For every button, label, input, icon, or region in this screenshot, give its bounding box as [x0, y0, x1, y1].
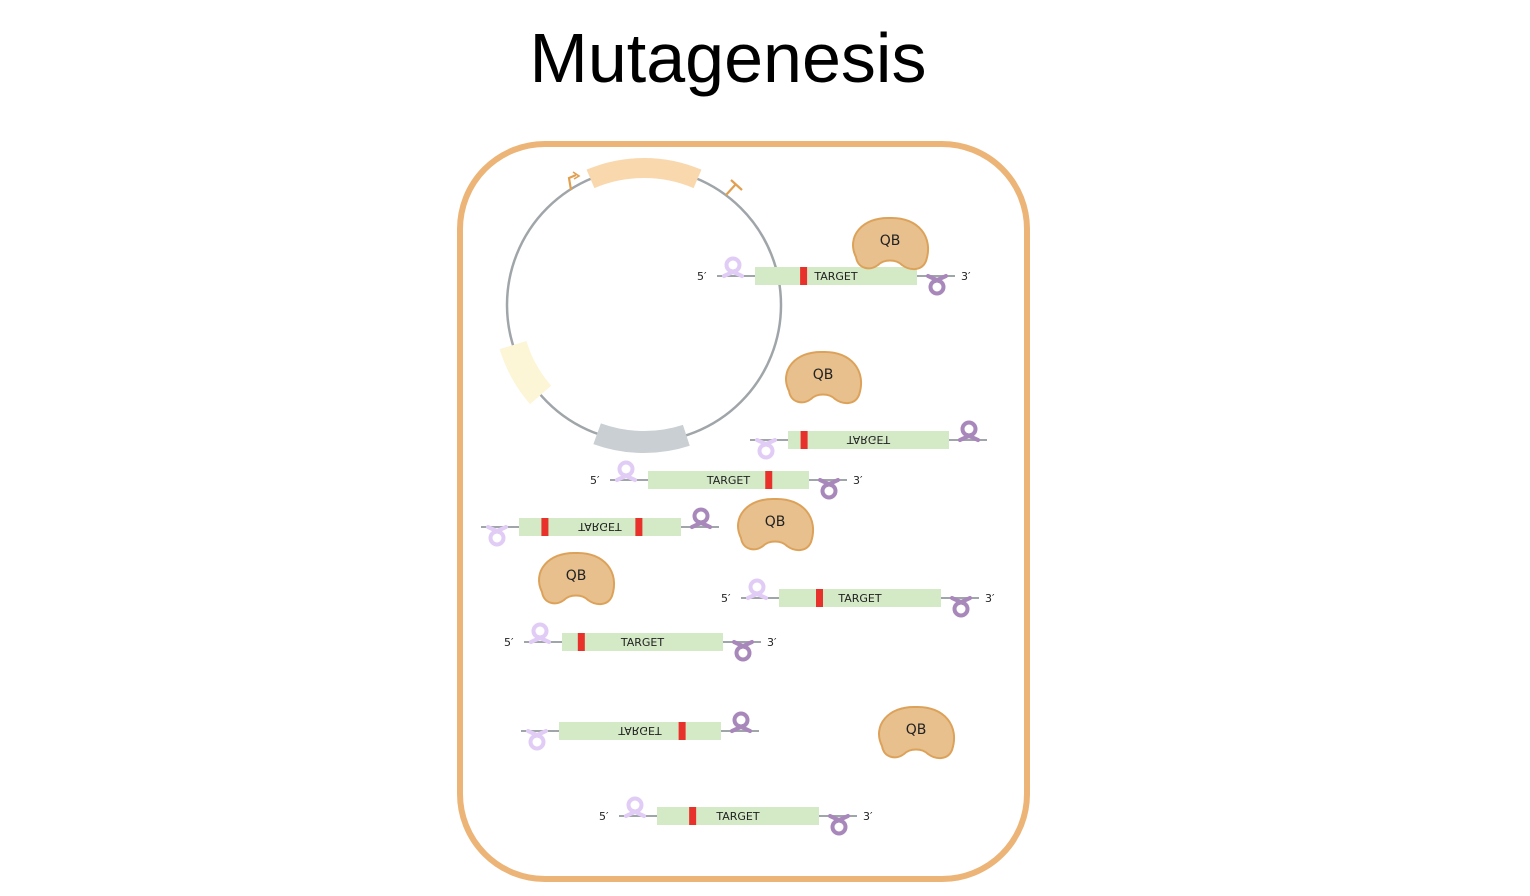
end-3prime-label: 3′	[767, 636, 777, 649]
end-5prime-label: 5′	[697, 270, 707, 283]
strands-layer: TARGET 5′ 3′ TARGET TARGET 5′ 3′ TARGET TARGET 5′…	[481, 256, 995, 836]
loop-3prime-icon	[950, 596, 972, 618]
target-label: TARGET	[846, 433, 891, 446]
mutation-marker	[800, 431, 808, 449]
dna-strand: TARGET 5′ 3′	[599, 796, 873, 836]
dna-strand: TARGET	[481, 507, 719, 547]
loop-3prime-icon	[730, 711, 752, 733]
qb-protein: QB	[538, 551, 615, 606]
mutation-marker	[765, 471, 773, 489]
loop-3prime-icon	[732, 640, 754, 662]
target-label: TARGET	[715, 810, 760, 823]
dna-strand: TARGET 5′ 3′	[697, 256, 971, 296]
dna-strand: TARGET 5′ 3′	[504, 622, 777, 662]
mutation-marker	[816, 589, 823, 607]
target-region	[755, 267, 917, 285]
qb-protein: QB	[878, 705, 955, 760]
loop-5prime-icon	[624, 796, 646, 818]
target-label: TARGET	[577, 520, 622, 533]
mutation-marker	[635, 518, 643, 536]
terminator-icon	[725, 179, 743, 196]
loop-5prime-icon	[526, 729, 548, 751]
loop-5prime-icon	[529, 622, 551, 644]
target-region	[788, 431, 949, 449]
loop-5prime-icon	[615, 460, 637, 482]
qb-label: QB	[880, 233, 901, 249]
cell-membrane	[457, 141, 1030, 882]
qb-protein-shape	[538, 551, 615, 606]
plasmid-gene-segment	[586, 158, 702, 189]
dna-strand: TARGET 5′ 3′	[721, 578, 995, 618]
end-5prime-label: 5′	[590, 474, 600, 487]
dna-strand: TARGET	[521, 711, 759, 751]
qb-protein-shape	[878, 705, 955, 760]
loop-3prime-icon	[690, 507, 712, 529]
qb-label: QB	[765, 514, 786, 530]
loop-5prime-icon	[746, 578, 768, 600]
promoter-arrow-icon	[567, 171, 581, 191]
loop-3prime-icon	[926, 274, 948, 296]
target-label: TARGET	[620, 636, 665, 649]
qb-protein-shape	[852, 216, 929, 271]
mutation-marker	[577, 633, 585, 651]
qb-protein-shape	[737, 497, 814, 552]
qb-label: QB	[813, 367, 834, 383]
page-title: Mutagenesis	[529, 19, 927, 97]
plasmid-marker-segment	[499, 340, 552, 405]
loop-3prime-icon	[958, 420, 980, 442]
plasmid	[499, 158, 783, 453]
qb-protein: QB	[737, 497, 814, 552]
plasmid-origin-segment	[593, 423, 690, 453]
dna-strand: TARGET 5′ 3′	[590, 460, 863, 500]
mutation-marker	[689, 807, 697, 825]
target-label: TARGET	[813, 270, 858, 283]
qb-label: QB	[906, 722, 927, 738]
mutation-marker	[678, 722, 686, 740]
plasmid-backbone	[505, 166, 783, 444]
loop-5prime-icon	[486, 525, 508, 547]
mutation-marker	[800, 267, 808, 285]
qb-protein: QB	[852, 216, 929, 271]
qb-label: QB	[566, 568, 587, 584]
end-3prime-label: 3′	[961, 270, 971, 283]
loop-5prime-icon	[722, 256, 744, 278]
end-3prime-label: 3′	[853, 474, 863, 487]
target-label: TARGET	[706, 474, 751, 487]
target-label: TARGET	[837, 592, 882, 605]
end-5prime-label: 5′	[599, 810, 609, 823]
qb-protein: QB	[785, 350, 862, 405]
target-region	[657, 807, 819, 825]
target-region	[562, 633, 723, 651]
end-5prime-label: 5′	[504, 636, 514, 649]
dna-strand: TARGET	[750, 420, 987, 460]
end-5prime-label: 5′	[721, 592, 731, 605]
loop-3prime-icon	[818, 478, 840, 500]
loop-5prime-icon	[755, 438, 777, 460]
qb-proteins-layer: QB QB QB QB QB	[538, 216, 955, 760]
qb-protein-shape	[785, 350, 862, 405]
mutation-marker	[541, 518, 549, 536]
loop-3prime-icon	[828, 814, 850, 836]
end-3prime-label: 3′	[863, 810, 873, 823]
end-3prime-label: 3′	[985, 592, 995, 605]
target-label: TARGET	[617, 724, 662, 737]
